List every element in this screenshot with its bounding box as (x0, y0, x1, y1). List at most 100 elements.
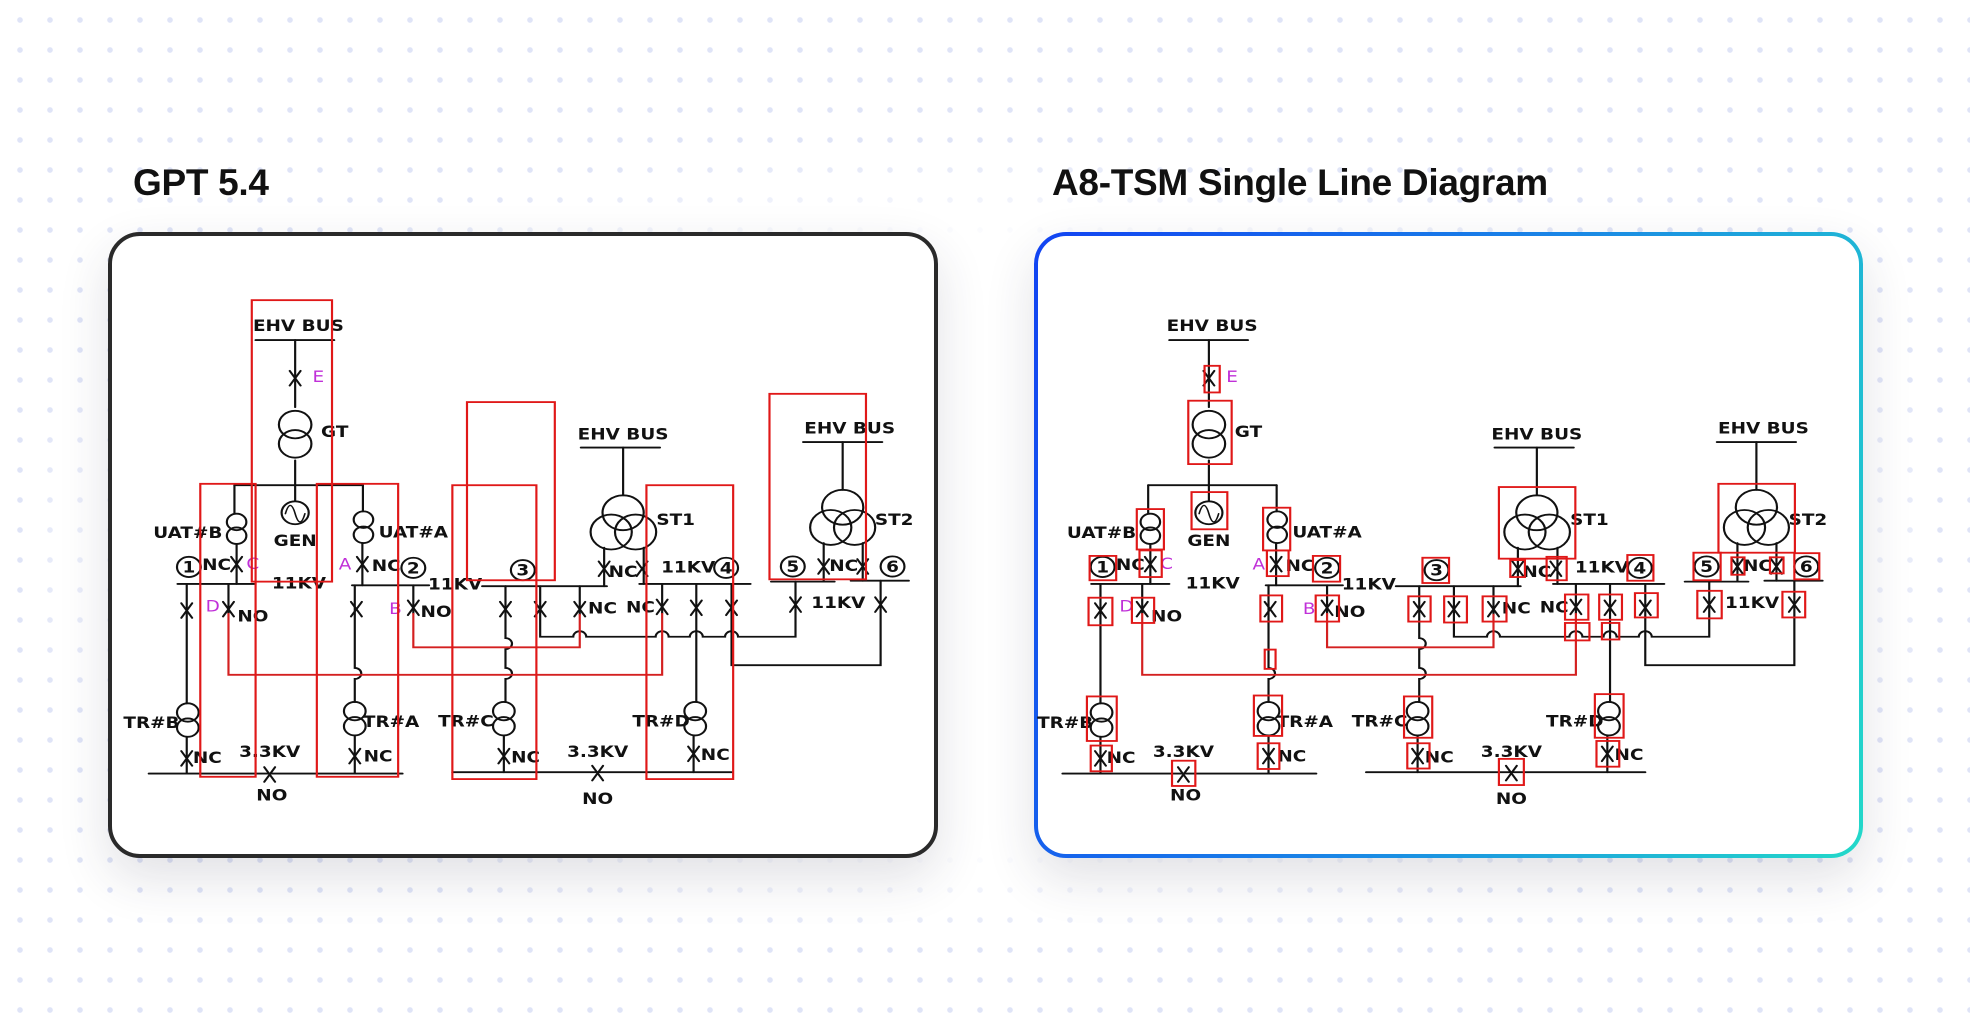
transformer-winding (1139, 526, 1162, 545)
label-kv11-2: 11KV (428, 576, 483, 594)
label-nc-tr-b: NC (1107, 749, 1136, 767)
detection-box (465, 401, 556, 582)
label-uat-b: UAT#B (1067, 524, 1136, 542)
label-tr-d: TR#D (1546, 713, 1603, 731)
label-kv11-1: 11KV (1186, 575, 1241, 593)
uat-b-transformer-icon (225, 512, 248, 545)
label-kv33-1: 3.3KV (1153, 743, 1215, 761)
tie-line-6 (730, 579, 882, 667)
label-ehv-bus-st2: EHV BUS (804, 420, 895, 438)
label-gen: GEN (274, 532, 317, 550)
tr-d-transformer-icon (1597, 701, 1621, 737)
detection-box (1545, 555, 1568, 582)
transformer-winding (342, 701, 367, 722)
circuit-breaker-icon (817, 558, 831, 575)
tie-line-d (1141, 612, 1577, 676)
label-nc-bus3: NC (588, 600, 617, 618)
bus-number-5: 5 (779, 555, 806, 578)
transformer-winding (1734, 488, 1779, 526)
tr-c-feeder (504, 585, 514, 703)
label-no-33-1: NO (1170, 787, 1201, 805)
bus-number-text: 6 (1800, 558, 1813, 576)
detection-box (1497, 757, 1525, 786)
transformer-winding (277, 429, 313, 459)
circuit-breaker-icon (1511, 560, 1525, 578)
tr-c-transformer-icon (491, 701, 516, 737)
circuit-breaker-icon (1262, 747, 1276, 765)
transformer-winding (613, 513, 658, 551)
label-tr-a: TR#A (363, 713, 420, 731)
bus-number-1: 1 (175, 555, 202, 578)
label-nc-a: NC (1285, 557, 1314, 575)
label-nc-bus4: NC (626, 599, 655, 617)
circuit-breaker-icon (263, 766, 277, 783)
uat-a-transformer-icon (352, 510, 375, 544)
detection-box (1563, 593, 1590, 621)
bus-number-text: 6 (886, 558, 899, 576)
bus-number-text: 5 (1700, 558, 1713, 576)
bus-number-4: 4 (1626, 556, 1653, 579)
label-nc-tr-a: NC (364, 748, 393, 766)
circuit-breaker-icon (288, 369, 302, 387)
circuit-breaker-icon (1143, 555, 1157, 573)
circuit-breaker-icon (687, 745, 701, 763)
circuit-breaker-icon (1603, 599, 1617, 617)
label-kv11-2: 11KV (1342, 576, 1397, 594)
transformer-winding (589, 513, 633, 551)
label-nc-st1: NC (609, 563, 638, 581)
label-gt: GT (321, 423, 349, 441)
label-nc-st2: NC (1743, 557, 1772, 575)
label-nc-bus3: NC (1502, 600, 1531, 618)
label-tr-c: TR#C (438, 713, 494, 731)
circuit-breaker-icon (655, 598, 669, 616)
detection-box (1626, 554, 1655, 582)
label-ehv-bus-st1: EHV BUS (1491, 426, 1582, 444)
label-st2: ST2 (875, 511, 914, 529)
detection-box (1402, 695, 1434, 739)
bus-number-text: 1 (1096, 559, 1109, 577)
circuit-breaker-icon (597, 560, 611, 578)
detection-box (645, 484, 735, 780)
circuit-breaker-icon (1702, 596, 1716, 613)
detection-box (1781, 590, 1807, 619)
bus-number-text: 3 (516, 562, 529, 580)
detection-box (1190, 491, 1229, 531)
transformer-winding (683, 701, 708, 722)
label-e: E (1226, 368, 1238, 386)
bus-number-circle (779, 555, 806, 578)
bus-number-3: 3 (1423, 559, 1450, 582)
circuit-breaker-icon (1411, 747, 1425, 765)
bus-number-text: 2 (407, 560, 420, 578)
label-kv33-1: 3.3KV (239, 743, 301, 761)
transformer-winding (1405, 716, 1430, 737)
bus-number-5: 5 (1693, 555, 1720, 578)
detection-box (1481, 595, 1508, 623)
transformer-winding (1266, 525, 1289, 544)
bus-number-2: 2 (400, 556, 427, 579)
circuit-breaker-icon (1093, 602, 1107, 619)
transformer-winding (683, 716, 708, 737)
transformer-winding (1089, 717, 1114, 738)
detection-box (1252, 694, 1284, 737)
a8-tsm-result-panel (1034, 232, 1863, 858)
detection-box (1259, 594, 1284, 623)
detection-box (1085, 695, 1118, 742)
bus-number-6: 6 (1793, 555, 1820, 578)
transformer-winding (820, 488, 865, 526)
transformer-winding (491, 701, 516, 722)
label-ehv-bus-st2: EHV BUS (1718, 420, 1809, 438)
transformer-winding (1746, 509, 1791, 546)
label-ehv-bus-gt: EHV BUS (1167, 317, 1258, 335)
transformer-winding (225, 526, 248, 545)
transformer-winding (1405, 701, 1430, 722)
label-d: D (1119, 598, 1133, 616)
circuit-breaker-icon (1569, 598, 1583, 616)
detection-box (1130, 596, 1156, 624)
detection-box (451, 484, 538, 780)
label-nc-c: NC (202, 556, 231, 574)
bus-number-3: 3 (509, 559, 536, 582)
tr-b-transformer-icon (175, 702, 200, 738)
